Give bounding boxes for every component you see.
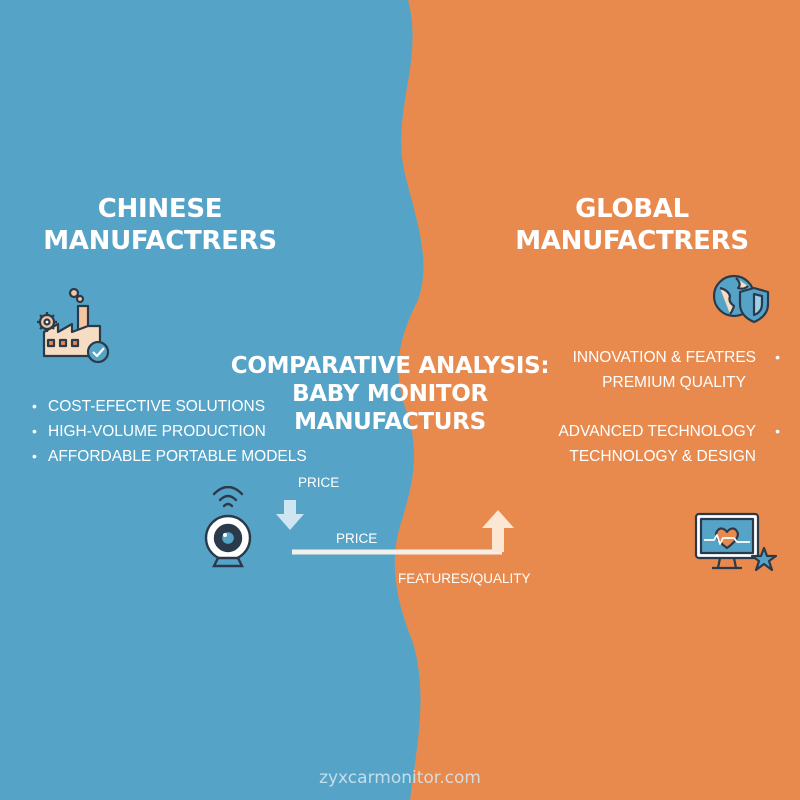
bullet-icon: • — [32, 448, 37, 464]
features-quality-label: FEATURES/QUALITY — [398, 571, 531, 586]
list-item: •HIGH-VOLUME PRODUCTION — [32, 419, 307, 444]
list-item: PREMIUM QUALITY — [602, 374, 746, 391]
right-panel-background — [394, 0, 800, 800]
monitor-heart-star-icon — [694, 512, 778, 572]
left-title-line1: CHINESE — [97, 194, 223, 224]
center-title: COMPARATIVE ANALYSIS: BABY MONITOR MANUF… — [228, 352, 552, 436]
list-item: ADVANCED TECHNOLOGY• — [558, 418, 780, 444]
left-title: CHINESE MANUFACTRERS — [40, 193, 280, 257]
footer-website: zyxcarmonitor.com — [319, 768, 481, 788]
feature-group-2: ADVANCED TECHNOLOGY• TECHNOLOGY & DESIGN — [558, 418, 780, 470]
center-title-line2: BABY MONITOR — [292, 381, 488, 407]
left-title-line2: MANUFACTRERS — [43, 226, 277, 256]
globe-shield-icon — [712, 274, 770, 324]
center-title-line3: MANUFACTURS — [294, 409, 486, 435]
bullet-icon: • — [775, 423, 780, 439]
quality-up-arrow-icon — [482, 510, 514, 552]
list-item: INNOVATION & FEATRES• — [558, 344, 780, 370]
right-title-line1: GLOBAL — [575, 194, 689, 224]
price-quality-arrows — [276, 500, 514, 555]
factory-gear-check-icon — [37, 287, 110, 364]
baby-camera-icon — [204, 486, 252, 568]
right-title-line2: MANUFACTRERS — [515, 226, 749, 256]
list-item: •AFFORDABLE PORTABLE MODELS — [32, 444, 307, 469]
price-down-arrow-icon — [276, 500, 304, 530]
right-title: GLOBAL MANUFACTRERS — [510, 193, 754, 257]
bullet-icon: • — [32, 398, 37, 414]
right-bullet-list: INNOVATION & FEATRES• PREMIUM QUALITY AD… — [558, 344, 780, 492]
price-label-mid: PRICE — [336, 531, 378, 546]
left-bullet-list: •COST-EFECTIVE SOLUTIONS •HIGH-VOLUME PR… — [32, 394, 307, 469]
list-item: TECHNOLOGY & DESIGN — [569, 448, 756, 465]
bullet-icon: • — [32, 423, 37, 439]
center-title-line1: COMPARATIVE ANALYSIS: — [230, 353, 550, 379]
feature-group-1: INNOVATION & FEATRES• PREMIUM QUALITY — [558, 344, 780, 396]
price-label-top: PRICE — [298, 475, 340, 490]
list-item: •COST-EFECTIVE SOLUTIONS — [32, 394, 307, 419]
bullet-icon: • — [775, 349, 780, 365]
